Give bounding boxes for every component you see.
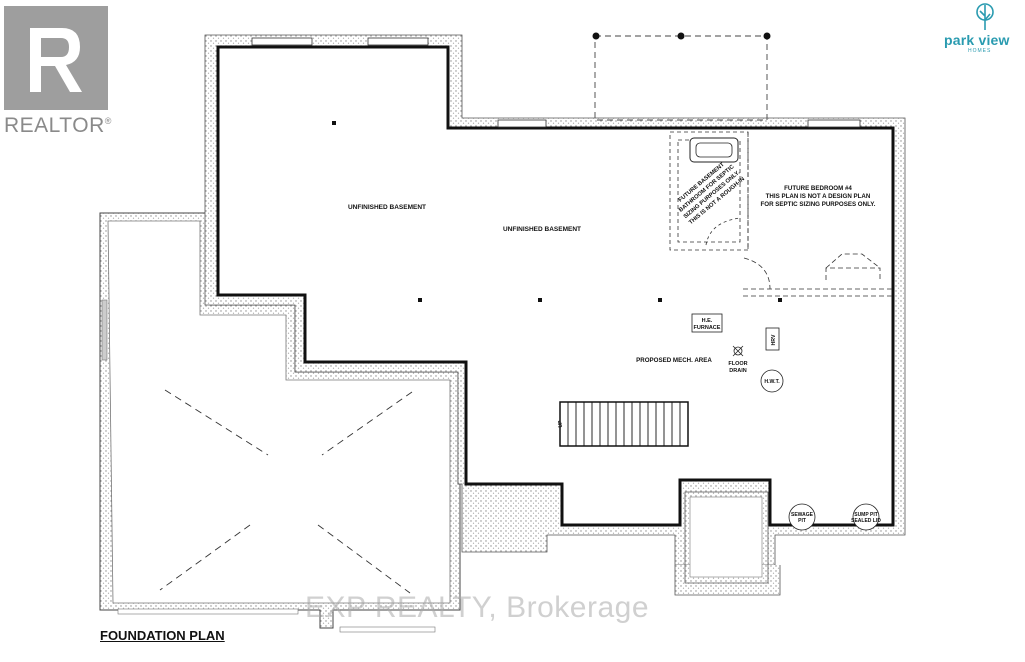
future-bathroom [669, 131, 749, 251]
furnace-box [691, 313, 723, 333]
tree-icon [976, 3, 994, 30]
unfinished-basement-left-label: UNFINISHED BASEMENT [348, 204, 426, 211]
sump-pit-label-1: SUMP PIT [854, 512, 878, 518]
sewage-pit-circle [788, 503, 816, 531]
basement-stairs[interactable] [559, 401, 689, 447]
garage-foundation [99, 212, 461, 633]
furnace-label-2: FURNACE [694, 325, 721, 331]
sewage-pit-label-2: PIT [798, 518, 806, 524]
floor-drain-label-1: FLOOR [728, 361, 747, 367]
builder-logo-name: park view [944, 32, 1010, 48]
hwt-circle [760, 369, 784, 393]
sewage-pit-label-1: SEWAGE [791, 512, 814, 518]
sump-pit-circle [852, 503, 880, 531]
future-bedroom-label: FUTURE BEDROOM #4 [784, 185, 852, 192]
unfinished-basement-center-label: UNFINISHED BASEMENT [503, 226, 581, 233]
basement-foundation-wall [204, 34, 906, 566]
deck-outline [592, 32, 771, 121]
builder-logo-sub: HOMES [968, 48, 992, 54]
bath-door-swing [705, 217, 741, 246]
plan-title: FOUNDATION PLAN [100, 628, 225, 643]
sump-pit-label-2: SEALED LID [851, 518, 881, 524]
hrv-box [765, 327, 780, 351]
brokerage-watermark: EXP REALTY, Brokerage [305, 591, 650, 624]
support-posts [332, 121, 782, 302]
registered-mark: ® [104, 116, 112, 126]
bedroom-note-line-2: FOR SEPTIC SIZING PURPOSES ONLY. [761, 201, 876, 208]
stair-up-label: UP [558, 420, 564, 428]
garage-roof-lines [159, 389, 413, 594]
bedroom-note-line-1: THIS PLAN IS NOT A DESIGN PLAN [766, 193, 871, 200]
hwt-label: H.W.T. [764, 379, 780, 385]
bathtub-icon [689, 137, 739, 163]
realtor-word: REALTOR [4, 114, 105, 137]
furnace-label-1: H.E. [702, 318, 713, 324]
future-bedroom-walls [743, 132, 893, 297]
realtor-wordmark: REALTOR® [4, 114, 112, 138]
realtor-logo-icon [4, 6, 108, 110]
mech-area-label: PROPOSED MECH. AREA [636, 357, 712, 364]
porch-foundation [674, 491, 781, 596]
floor-drain-icon [732, 345, 744, 357]
floor-drain-label-2: DRAIN [729, 368, 746, 374]
hrv-label: HRV [771, 334, 777, 345]
